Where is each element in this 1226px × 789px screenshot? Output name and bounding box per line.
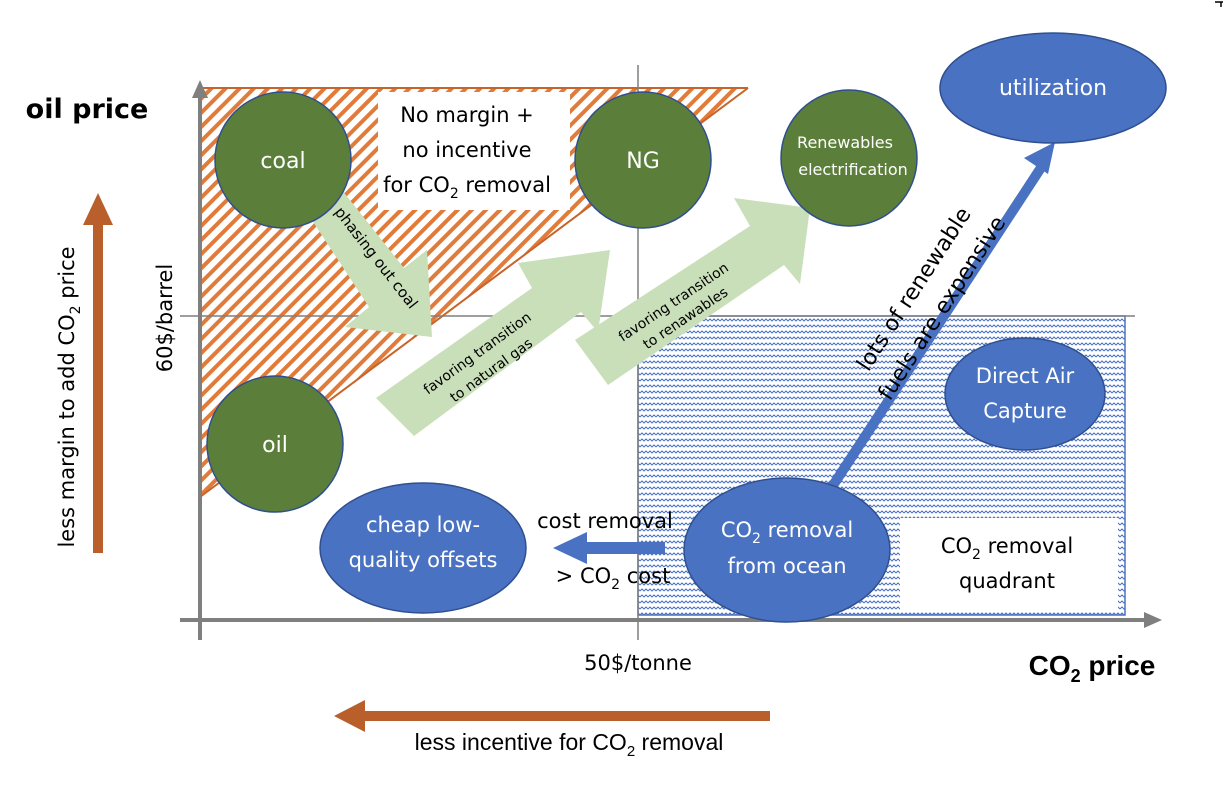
dac-line2: Capture: [983, 399, 1067, 423]
offsets-line2: quality offsets: [349, 548, 498, 572]
renewables-line2: electrification: [798, 160, 908, 179]
oil-label: oil: [262, 433, 288, 458]
offset-arrow: [553, 532, 665, 564]
quadrant-line2: quadrant: [959, 569, 1055, 593]
dac-line1: Direct Air: [976, 364, 1075, 388]
offset-arrow-line1: cost removal: [537, 509, 673, 533]
no-margin-line3: for CO2 removal: [383, 173, 551, 202]
coal-node: coal: [214, 91, 352, 229]
ocean-line1: CO2 removal: [721, 518, 853, 547]
ng-label: NG: [626, 149, 660, 174]
removal-quadrant-label-bg: [900, 518, 1118, 610]
oil-node: oil: [206, 375, 344, 513]
corner-mark: [1215, 1, 1223, 7]
ocean-line2: from ocean: [727, 554, 846, 578]
less-incentive-arrow: [334, 700, 770, 732]
no-margin-line1: No margin +: [400, 103, 534, 127]
y-axis-arrowhead: [192, 80, 208, 98]
renewables-line1: Renewables: [797, 133, 893, 152]
dac-node: Direct Air Capture: [944, 337, 1106, 451]
renewables-node: Renewables electrification: [780, 89, 918, 227]
y-tick-label: 60$/barrel: [153, 264, 177, 373]
utilization-label: utilization: [999, 76, 1107, 101]
ng-node: NG: [574, 91, 712, 229]
offsets-node: cheap low- quality offsets: [319, 482, 527, 614]
x-tick-label: 50$/tonne: [584, 651, 692, 675]
offsets-line1: cheap low-: [366, 513, 480, 537]
less-margin-label: less margin to add CO2 price: [55, 246, 84, 547]
no-margin-label-bg: [378, 92, 570, 210]
less-incentive-label: less incentive for CO2 removal: [415, 729, 724, 760]
y-axis-title: oil price: [26, 94, 149, 125]
x-axis-arrowhead: [1144, 612, 1162, 628]
less-margin-arrow: [83, 193, 113, 553]
no-margin-line2: no incentive: [402, 138, 531, 162]
x-axis-title: CO2 price: [1029, 650, 1156, 686]
offset-arrow-line2: > CO2 cost: [556, 564, 671, 593]
utilization-node: utilization: [939, 32, 1167, 144]
ocean-node: CO2 removal from ocean: [683, 477, 891, 623]
quadrant-line1: CO2 removal: [941, 534, 1073, 563]
coal-label: coal: [260, 149, 305, 174]
